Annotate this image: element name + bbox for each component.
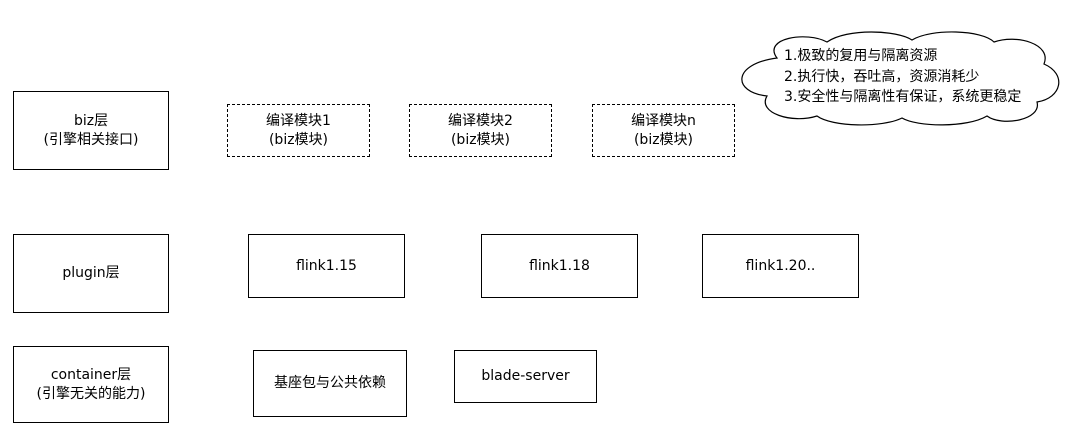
biz-module-1-subtitle: (biz模块) (268, 131, 329, 148)
biz-module-n: 编译模块n (biz模块) (592, 104, 735, 157)
biz-module-n-subtitle: (biz模块) (633, 131, 694, 148)
biz-module-1: 编译模块1 (biz模块) (227, 104, 370, 157)
container-layer-title: container层 (50, 366, 132, 383)
plugin-flink-1-18: flink1.18 (481, 234, 638, 298)
cloud-note-2: 2.执行快，吞吐高，资源消耗少 (784, 68, 980, 85)
cloud-outline (741, 31, 1060, 126)
container-layer-subtitle: (引擎无关的能力) (36, 385, 146, 402)
cloud-notes: 1.极致的复用与隔离资源 2.执行快，吞吐高，资源消耗少 3.安全性与隔离性有保… (784, 46, 1074, 108)
biz-layer-title: biz层 (73, 112, 109, 129)
plugin-flink-1-15-label: flink1.15 (296, 257, 357, 274)
plugin-flink-1-20: flink1.20.. (702, 234, 859, 298)
biz-module-2: 编译模块2 (biz模块) (409, 104, 552, 157)
container-blade-server-label: blade-server (481, 368, 570, 384)
cloud-note-3: 3.安全性与隔离性有保证，系统更稳定 (784, 89, 1022, 105)
container-base-deps-label: 基座包与公共依赖 (274, 375, 386, 391)
plugin-flink-1-18-label: flink1.18 (529, 257, 590, 274)
biz-module-2-title: 编译模块2 (448, 112, 513, 129)
plugin-flink-1-15: flink1.15 (248, 234, 405, 298)
biz-module-1-title: 编译模块1 (266, 112, 331, 129)
plugin-layer-title: plugin层 (62, 265, 120, 281)
biz-layer-box: biz层 (引擎相关接口) (13, 91, 169, 170)
plugin-flink-1-20-label: flink1.20.. (745, 257, 816, 274)
container-base-deps: 基座包与公共依赖 (253, 350, 407, 417)
biz-layer-subtitle: (引擎相关接口) (43, 131, 139, 148)
cloud-note-1: 1.极致的复用与隔离资源 (784, 48, 938, 64)
container-layer-box: container层 (引擎无关的能力) (13, 346, 169, 423)
biz-module-2-subtitle: (biz模块) (450, 131, 511, 148)
cloud-callout (741, 31, 1060, 126)
plugin-layer-box: plugin层 (13, 234, 169, 313)
container-blade-server: blade-server (454, 350, 597, 403)
biz-module-n-title: 编译模块n (631, 112, 696, 129)
